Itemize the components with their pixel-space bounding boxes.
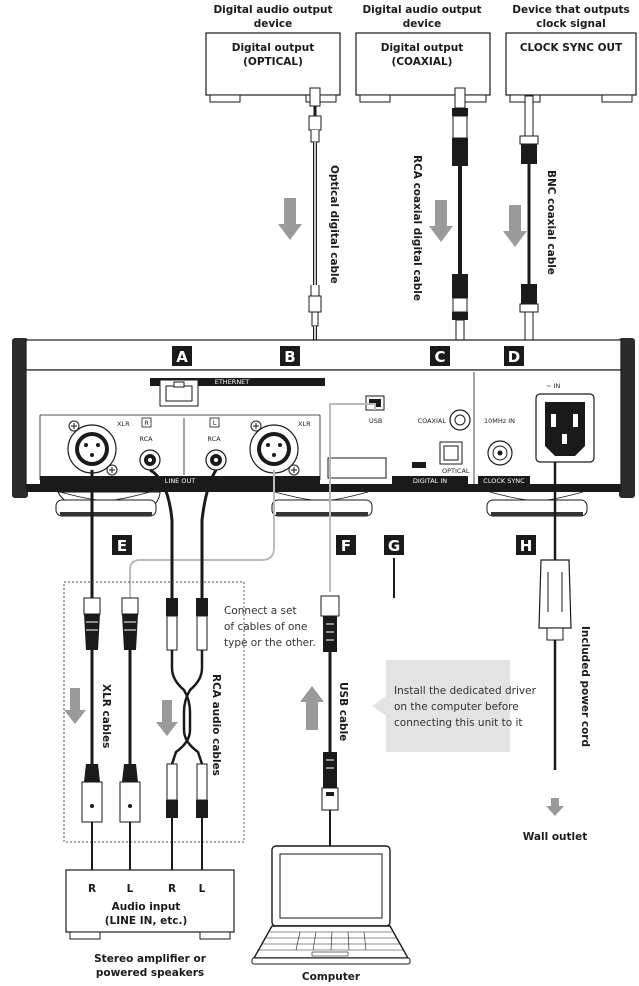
arrow-down-icon (64, 688, 86, 724)
computer-label: Computer (302, 971, 361, 983)
coaxial-cable-label: RCA coaxial digital cable (411, 155, 423, 301)
letter-tag-f: F (336, 535, 356, 555)
ethernet-port[interactable] (160, 380, 198, 406)
amp-channel-r2: R (168, 883, 176, 895)
letter-tag-e: E (112, 535, 132, 555)
clock-device-caption-2: clock signal (536, 18, 605, 30)
rca-output-right[interactable] (139, 449, 161, 471)
driver-note-1: Install the dedicated driver (394, 685, 537, 697)
letter-g: G (388, 537, 400, 555)
l-channel-tag: L (213, 419, 217, 427)
letter-b: B (284, 348, 295, 366)
ethernet-label: ETHERNET (215, 378, 250, 386)
coaxial-input[interactable] (449, 409, 471, 431)
optical-label: OPTICAL (442, 467, 470, 475)
arrow-down-icon (503, 205, 527, 247)
letter-c: C (434, 348, 445, 366)
letter-tag-c: C (430, 346, 450, 366)
letter-tag-b: B (280, 346, 300, 366)
coaxial-device-caption-1: Digital audio output (362, 4, 481, 16)
main-unit: ETHERNET LINE OUT XLR R RCA (12, 338, 635, 517)
optical-output-device: Digital audio output device Digital outp… (205, 4, 341, 103)
coaxial-device-label-2: (COAXIAL) (392, 56, 453, 68)
coaxial-device-label-1: Digital output (381, 42, 464, 54)
optical-device-label-2: (OPTICAL) (243, 56, 303, 68)
arrow-down-icon (429, 200, 453, 242)
optical-device-caption-2: device (254, 18, 292, 30)
cable-set-frame (63, 581, 245, 843)
optical-input[interactable] (439, 441, 463, 465)
amp-channel-r1: R (88, 883, 96, 895)
coaxial-label: COAXIAL (418, 417, 447, 425)
letter-tag-d: D (504, 346, 524, 366)
laptop-icon (251, 810, 411, 965)
bnc-cable-label: BNC coaxial cable (545, 170, 557, 275)
xlr-plug-upper (83, 597, 139, 764)
wall-outlet-label: Wall outlet (523, 831, 588, 843)
optical-cable-label: Optical digital cable (328, 165, 340, 284)
rca-output-left[interactable] (205, 449, 227, 471)
letter-tag-a: A (172, 346, 192, 366)
optical-device-label-1: Digital output (232, 42, 315, 54)
letter-tag-h: H (516, 535, 536, 555)
clock-sync-label: CLOCK SYNC (483, 477, 525, 485)
driver-note-3: connecting this unit to it (394, 717, 523, 729)
amp-input-label-2: (LINE IN, etc.) (105, 915, 188, 927)
rca-label-l: RCA (207, 435, 221, 443)
xlr-output-left[interactable] (249, 420, 300, 476)
clock-sync-input[interactable] (487, 440, 513, 466)
ac-inlet[interactable] (535, 393, 595, 463)
xlr-label-right: XLR (298, 420, 311, 428)
line-out-label: LINE OUT (165, 477, 195, 485)
amp-channel-l1: L (127, 883, 134, 895)
letter-a: A (176, 348, 188, 366)
amp-channel-l2: L (199, 883, 206, 895)
usb-cable-label: USB cable (337, 682, 349, 741)
cable-set-note-1: Connect a set (224, 605, 297, 617)
digital-in-label: DIGITAL IN (413, 477, 447, 485)
arrow-up-icon (300, 686, 324, 730)
letter-h: H (520, 537, 533, 555)
xlr-cables-label: XLR cables (100, 684, 112, 748)
mini-port[interactable] (412, 462, 426, 468)
arrow-down-icon (546, 798, 564, 816)
driver-note: Install the dedicated driver on the comp… (372, 660, 537, 752)
coaxial-device-caption-2: device (403, 18, 441, 30)
arrow-down-icon (278, 198, 302, 240)
clock-output-device: Device that outputs clock signal CLOCK S… (505, 4, 637, 103)
letter-tag-g: G (384, 535, 404, 555)
power-cord-label: Included power cord (579, 626, 591, 747)
r-channel-tag: R (144, 419, 149, 427)
letter-d: D (508, 348, 520, 366)
amp-caption-2: powered speakers (96, 967, 204, 979)
driver-note-2: on the computer before (394, 701, 519, 713)
cable-set-note-2: of cables of one (224, 621, 308, 633)
rca-label-r: RCA (139, 435, 153, 443)
cable-set-note-3: type or the other. (224, 637, 316, 649)
clock-device-label: CLOCK SYNC OUT (520, 42, 623, 54)
usb-label: USB (369, 417, 382, 425)
clock-device-caption-1: Device that outputs (512, 4, 630, 16)
ac-in-label: ∼ IN (546, 382, 560, 390)
tenmhz-label: 10MHz IN (484, 417, 515, 425)
rca-cables-label: RCA audio cables (210, 674, 222, 776)
xlr-output-right[interactable] (67, 420, 118, 476)
amp-input-label-1: Audio input (112, 901, 181, 913)
amplifier-device: R L R L Audio input (LINE IN, etc.) (65, 869, 235, 940)
rca-cable-leads (149, 468, 218, 598)
arrow-down-icon (156, 700, 178, 736)
power-cord (538, 462, 572, 770)
letter-f: F (341, 537, 351, 555)
usb-cable (320, 403, 376, 811)
rca-plug-upper (166, 598, 208, 765)
coaxial-output-device: Digital audio output device Digital outp… (355, 4, 491, 103)
amp-caption-1: Stereo amplifier or (94, 953, 207, 965)
letter-e: E (117, 537, 127, 555)
xlr-label-left: XLR (117, 420, 130, 428)
xlr-plug-lower (81, 764, 141, 870)
optical-device-caption-1: Digital audio output (213, 4, 332, 16)
rca-plug-lower (166, 763, 208, 870)
